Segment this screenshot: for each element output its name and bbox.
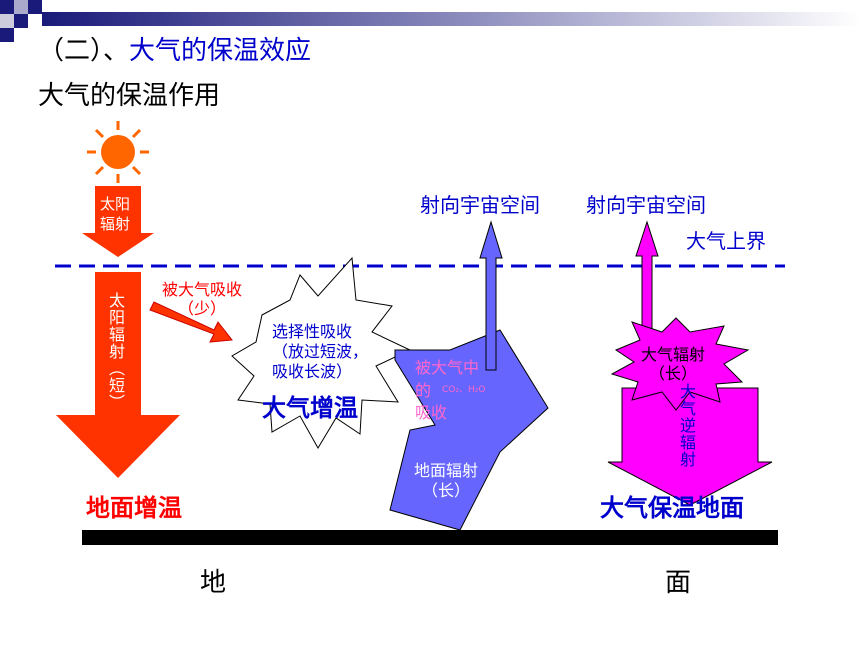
slide-title: （二）、大气的保温效应 xyxy=(38,38,311,64)
space-right-label: 射向宇宙空间 xyxy=(586,193,706,217)
ground-char-left: 地 xyxy=(200,568,227,598)
atmosphere-top-label: 大气上界 xyxy=(686,229,766,253)
keeps-ground-warm-label: 大气保温地面 xyxy=(600,494,744,522)
absorbed-by-gases-line2: 的 xyxy=(415,381,432,400)
ground-radiation-to-space-arrow xyxy=(479,220,503,371)
atmos-radiation-label: 大气辐射 （长） xyxy=(641,345,706,384)
selective-absorption-label: 选择性吸收 （放过短波， 吸收长波） xyxy=(272,322,369,381)
atmos-radiation-burst xyxy=(610,317,750,411)
solar-radiation-arrow xyxy=(56,272,180,478)
solar-radiation-small-arrow xyxy=(82,186,154,257)
ground-bar xyxy=(82,530,778,545)
counter-radiation-arrow xyxy=(607,387,773,506)
ground-radiation-label: 地面辐射 （长） xyxy=(414,461,479,500)
header-decoration xyxy=(0,0,860,42)
title-main: 大气的保温效应 xyxy=(129,36,312,66)
absorbed-by-gases-line3: 吸收 xyxy=(415,403,448,422)
space-left-label: 射向宇宙空间 xyxy=(420,193,540,217)
solar-radiation-short-label: 太阳辐射（短） xyxy=(106,292,125,411)
atmosphere-warming-label: 大气增温 xyxy=(262,394,358,422)
absorbed-by-gases-line1: 被大气中 xyxy=(415,358,480,377)
absorbed-by-gases-formula: CO₂、H₂O xyxy=(442,385,486,395)
counter-radiation-label: 大气逆辐射 xyxy=(677,383,696,468)
ground-warming-label: 地面增温 xyxy=(86,494,182,522)
title-prefix: （二）、 xyxy=(38,36,130,66)
solar-arrow-label: 太阳 辐射 xyxy=(100,195,131,234)
slide-subtitle: 大气的保温作用 xyxy=(38,81,221,111)
atmosphere-warming-burst xyxy=(231,256,412,449)
absorbed-small-label: 被大气吸收 （少） xyxy=(162,280,243,319)
absorbed-arrow xyxy=(149,301,233,343)
sun-icon xyxy=(87,121,149,183)
ground-char-right: 面 xyxy=(665,568,692,598)
